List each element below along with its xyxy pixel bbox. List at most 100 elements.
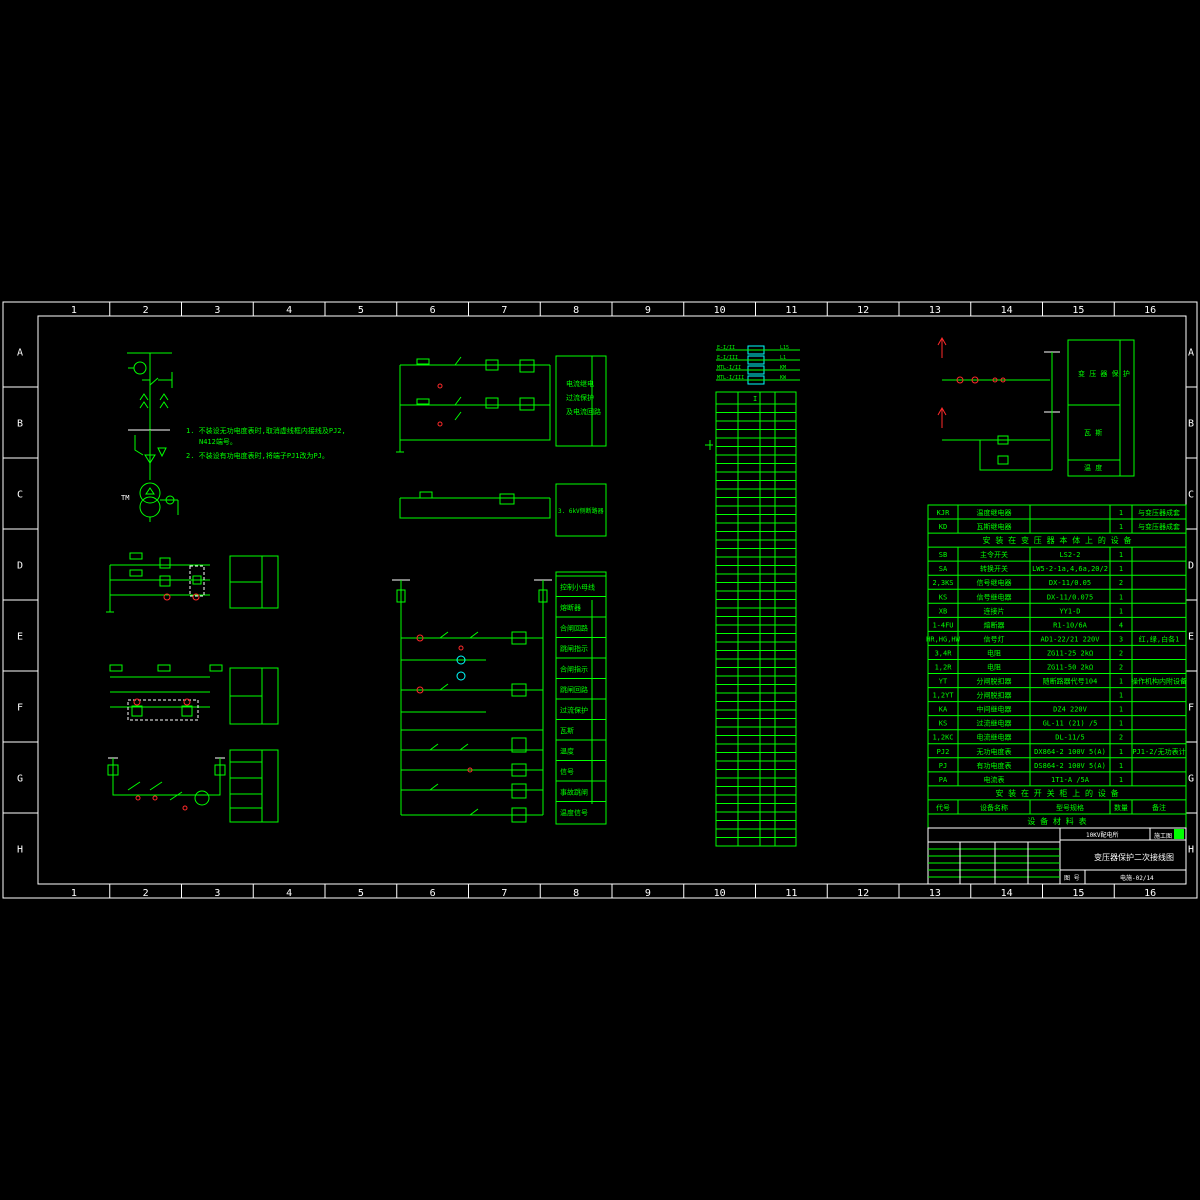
drawing-no: 电施-02/14 — [1120, 874, 1154, 882]
column-label: 4 — [286, 888, 292, 899]
control-legend-item: 瓦斯 — [560, 726, 574, 735]
table-cell: 备注 — [1152, 803, 1166, 812]
control-legend-item: 信号 — [560, 767, 574, 776]
table-cell: KD — [939, 523, 947, 531]
table-cell: PJ1-2/无功表计 — [1132, 747, 1185, 756]
metering-circuit — [107, 749, 279, 823]
terminal-label: E-I/III — [717, 355, 738, 361]
row-label: F — [17, 703, 23, 714]
relay-box-row1: 变 压 器 保 护 — [1078, 369, 1130, 378]
title-project: 10KV配电所 — [1086, 831, 1118, 839]
table-cell: ZG11-25 2kΩ — [1047, 649, 1093, 657]
table-cell: 1 — [1119, 565, 1123, 573]
table-cell: 电流继电器 — [977, 733, 1012, 742]
row-label: H — [17, 845, 23, 856]
breaker-label: 3. 6kV侧断路器 — [558, 507, 604, 515]
protection-circuit — [396, 355, 607, 453]
breaker-control — [399, 483, 607, 537]
row-label: G — [17, 774, 23, 785]
table-cell: DX864-2 100V 5(A) — [1034, 748, 1106, 756]
column-label: 9 — [645, 888, 651, 899]
title-block — [927, 827, 1187, 885]
table-cell: 随断路器代号104 — [1043, 677, 1098, 686]
title-stage: 施工图 — [1154, 832, 1172, 840]
column-label: 5 — [358, 305, 364, 316]
table-cell: 2,3KS — [932, 579, 953, 587]
column-label: 16 — [1144, 888, 1156, 899]
row-label: C — [17, 490, 23, 501]
terminal-label: MTL-I/III — [717, 375, 744, 381]
terminal-side-label: KW — [780, 375, 787, 381]
table-cell: DX-11/0.075 — [1047, 593, 1093, 601]
column-label: 1 — [71, 305, 77, 316]
table-cell: 信号灯 — [984, 634, 1005, 643]
column-label: 9 — [645, 305, 651, 316]
table-cell: 1 — [1119, 776, 1123, 784]
table-cell: 温度继电器 — [977, 508, 1012, 517]
control-legend-item: 温度 — [560, 746, 574, 755]
table-cell: 分闸脱扣器 — [977, 677, 1012, 686]
table-section-title: 安 装 在 变 压 器 本 体 上 的 设 备 — [983, 535, 1132, 545]
row-label: D — [1188, 561, 1194, 572]
table-cell: SA — [939, 565, 948, 573]
table-cell: HR,HG,HW — [926, 635, 961, 643]
table-cell: 3 — [1119, 635, 1123, 643]
table-cell: KS — [939, 593, 947, 601]
drawing-title: 变压器保护二次接线图 — [1094, 852, 1174, 862]
drawing-no-label: 图 号 — [1064, 875, 1080, 882]
table-cell: 2 — [1119, 579, 1123, 587]
table-cell: DS864-2 100V 5(A) — [1034, 762, 1106, 770]
top-box-legend: 及电流回路 — [566, 407, 601, 416]
table-cell: 2 — [1119, 649, 1123, 657]
column-label: 12 — [857, 888, 869, 899]
column-label: 12 — [857, 305, 869, 316]
table-cell: 1 — [1119, 607, 1123, 615]
control-circuit — [392, 571, 607, 825]
terminal-strip-header: I — [753, 395, 757, 403]
table-cell: R1-10/6A — [1053, 621, 1088, 629]
control-legend-item: 控制小母线 — [560, 582, 595, 591]
tm-label: TM — [121, 494, 129, 502]
column-label: 6 — [430, 888, 436, 899]
column-label: 8 — [573, 888, 579, 899]
control-legend: 控制小母线熔断器合闸回路跳闸指示合闸指示跳闸回路过流保护瓦斯温度信号事故跳闸温度… — [556, 379, 606, 817]
row-label: A — [1188, 348, 1194, 359]
table-cell: 1 — [1119, 523, 1123, 531]
table-cell: 与变压器成套 — [1138, 522, 1180, 531]
column-label: 7 — [501, 888, 507, 899]
control-legend-item: 跳闸回路 — [560, 685, 588, 694]
table-cell: 电阻 — [987, 648, 1001, 657]
column-label: 13 — [929, 305, 941, 316]
column-label: 3 — [214, 888, 220, 899]
column-label: 13 — [929, 888, 941, 899]
table-cell: 数量 — [1114, 803, 1128, 812]
relay-box-row3: 温 度 — [1084, 463, 1102, 472]
note-line-1b: N412端号。 — [199, 437, 237, 446]
table-cell: 瓦斯继电器 — [977, 522, 1012, 531]
table-cell: 红,绿,白各1 — [1139, 634, 1180, 643]
grid-marks — [3, 302, 1197, 898]
table-cell: 1,2YT — [932, 692, 954, 700]
table-cell: YY1-D — [1059, 607, 1080, 615]
table-cell: PJ — [939, 762, 947, 770]
table-cell: 1 — [1119, 551, 1123, 559]
current-circuit — [106, 552, 279, 613]
column-label: 15 — [1072, 305, 1084, 316]
row-label: E — [17, 632, 23, 643]
column-label: 14 — [1001, 305, 1013, 316]
column-label: 16 — [1144, 305, 1156, 316]
note-line-1: 1. 不装设无功电度表时,取消虚线框内接线及PJ2, — [186, 426, 346, 435]
table-cell: 操作机构内附设备 — [1131, 677, 1187, 686]
table-cell: PJ2 — [937, 748, 950, 756]
terminal-strip — [705, 345, 800, 847]
table-cell: AD1-22/21 220V — [1040, 635, 1100, 643]
table-cell: 代号 — [936, 803, 950, 812]
table-cell: DX-11/0.05 — [1049, 579, 1091, 587]
table-cell: 4 — [1119, 621, 1123, 629]
top-box-legend: 电流继电 — [566, 379, 594, 388]
terminal-side-label: L15 — [780, 345, 789, 351]
table-cell: 电阻 — [987, 663, 1001, 672]
table-cell: SB — [939, 551, 947, 559]
column-label: 7 — [501, 305, 507, 316]
control-legend-item: 跳闸指示 — [560, 644, 588, 653]
